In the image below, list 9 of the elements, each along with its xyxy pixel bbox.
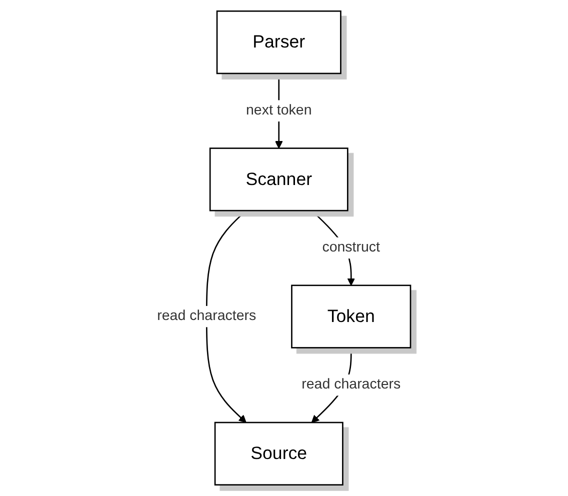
edge-label: next token xyxy=(246,102,312,118)
node-box: Scanner xyxy=(210,148,349,212)
node-box: Parser xyxy=(216,10,342,74)
edge-label: construct xyxy=(322,240,380,256)
edge-label: read characters xyxy=(157,308,256,324)
node-box: Source xyxy=(214,422,344,486)
arrow xyxy=(206,210,247,423)
node-box: Token xyxy=(291,284,412,348)
edge-label: read characters xyxy=(302,377,401,392)
